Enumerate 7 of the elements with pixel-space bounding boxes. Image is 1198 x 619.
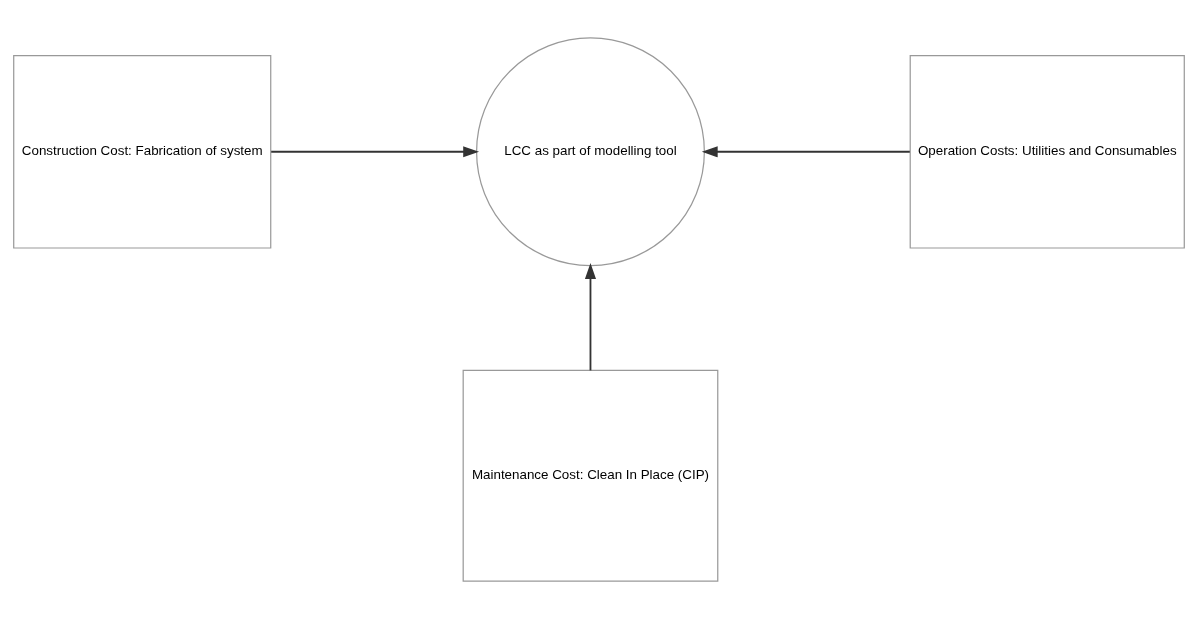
node-box: Maintenance Cost: Clean In Place (CIP) [462,369,719,582]
node-box: Construction Cost: Fabrication of system [13,54,272,249]
arrow [584,263,597,372]
node-circle: LCC as part of modelling tool [475,37,705,267]
node-box: Operation Costs: Utilities and Consumables [909,54,1185,249]
arrow [701,146,911,158]
arrow [270,146,480,158]
